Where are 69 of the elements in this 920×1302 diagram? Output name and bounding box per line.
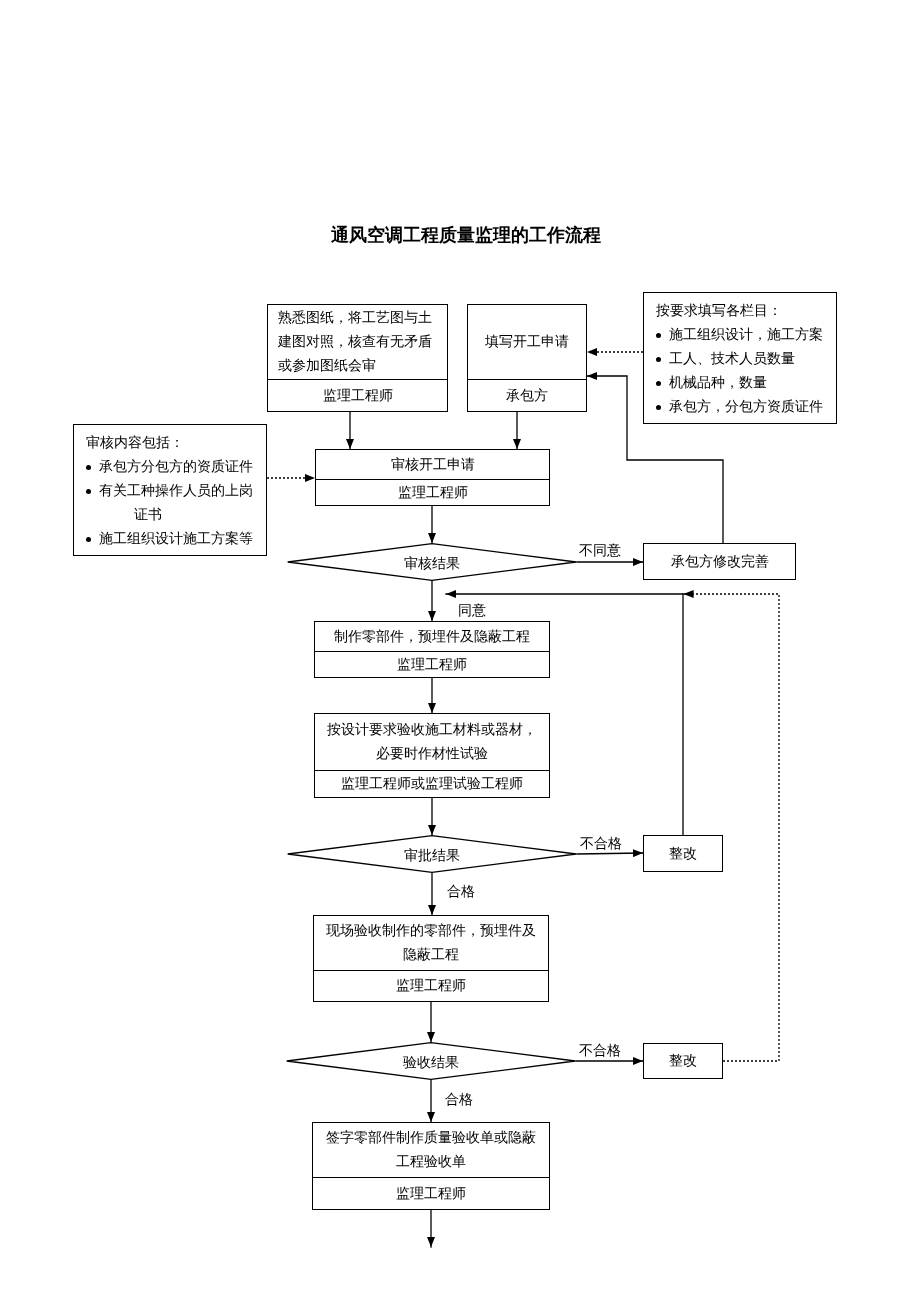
process-box — [267, 304, 448, 412]
role-text: 承包方 — [506, 386, 548, 405]
list-item-text: 承包方分包方的资质证件 — [99, 458, 253, 476]
arrow — [586, 372, 724, 544]
arrow — [576, 558, 644, 566]
edge-label: 不合格 — [577, 1043, 623, 1059]
process-box — [315, 449, 550, 506]
process-box — [314, 621, 550, 678]
list-item-text: 施工组织设计，施工方案 — [669, 326, 823, 344]
role-text: 监理工程师或监理试验工程师 — [341, 775, 523, 793]
title: 通风空调工程质量监理的工作流程 — [331, 224, 601, 247]
step-text: 熟悉图纸，将工艺图与土建图对照，核查有无矛盾或参加图纸会审 — [278, 309, 433, 375]
decision-diamond — [287, 835, 577, 873]
role-text: 监理工程师 — [397, 483, 468, 502]
arrow — [428, 505, 436, 544]
role-text: 监理工程师 — [396, 1184, 466, 1203]
list-item-text: 施工组织设计施工方案等 — [99, 530, 253, 548]
list-item-text: 工人、技术人员数量 — [669, 350, 795, 368]
decision-diamond — [287, 543, 577, 581]
note-box — [643, 292, 837, 424]
arrow — [513, 411, 521, 450]
decision-diamond — [286, 1042, 576, 1080]
step-text: 承包方修改完善 — [670, 552, 769, 571]
arrow — [428, 872, 436, 916]
step-text: 按设计要求验收施工材料或器材，必要时作材性试验 — [326, 721, 538, 763]
process-box — [643, 543, 796, 580]
arrow — [346, 411, 354, 450]
step-text: 签字零部件制作质量验收单或隐蔽工程验收单 — [325, 1129, 537, 1171]
edge-label: 不同意 — [577, 543, 623, 559]
edge-label: 合格 — [443, 1092, 475, 1108]
step-text: 制作零部件，预埋件及隐蔽工程 — [334, 627, 530, 646]
step-text: 整改 — [669, 844, 697, 863]
arrow — [266, 474, 316, 482]
step-text: 审核开工申请 — [390, 455, 475, 474]
note-heading: 审核内容包括： — [86, 434, 184, 452]
arrow — [575, 1057, 644, 1065]
arrow — [428, 580, 436, 622]
list-item-text: 承包方，分包方资质证件 — [669, 398, 823, 416]
arrow — [428, 797, 436, 836]
decision-text: 审批结果 — [404, 847, 460, 865]
role-text: 监理工程师 — [322, 386, 393, 405]
list-item-text: 机械品种，数量 — [669, 374, 767, 392]
decision-text: 审核结果 — [404, 555, 460, 573]
process-box — [313, 915, 549, 1002]
arrow — [586, 348, 644, 356]
process-box — [467, 304, 587, 412]
arrow — [682, 590, 780, 1062]
edge-label: 不合格 — [578, 836, 624, 852]
list-item-text: 有关工种操作人员的上岗证书 — [99, 482, 254, 524]
arrow — [427, 1209, 435, 1248]
arrow — [576, 849, 644, 858]
note-box — [73, 424, 267, 556]
step-text: 现场验收制作的零部件，预埋件及隐蔽工程 — [325, 922, 537, 964]
arrow — [427, 1079, 435, 1123]
process-box — [643, 835, 723, 872]
role-text: 监理工程师 — [396, 977, 466, 995]
step-text: 填写开工申请 — [485, 333, 569, 351]
arrow — [445, 590, 684, 598]
arrow — [427, 1001, 435, 1043]
edge-label: 同意 — [456, 603, 488, 619]
process-box — [314, 713, 550, 798]
decision-text: 验收结果 — [403, 1054, 459, 1072]
process-box — [312, 1122, 550, 1210]
note-heading: 按要求填写各栏目： — [656, 302, 782, 320]
process-box — [643, 1043, 723, 1079]
edge-label: 合格 — [445, 884, 477, 900]
arrow — [428, 677, 436, 714]
role-text: 监理工程师 — [397, 655, 467, 674]
step-text: 整改 — [669, 1052, 697, 1070]
